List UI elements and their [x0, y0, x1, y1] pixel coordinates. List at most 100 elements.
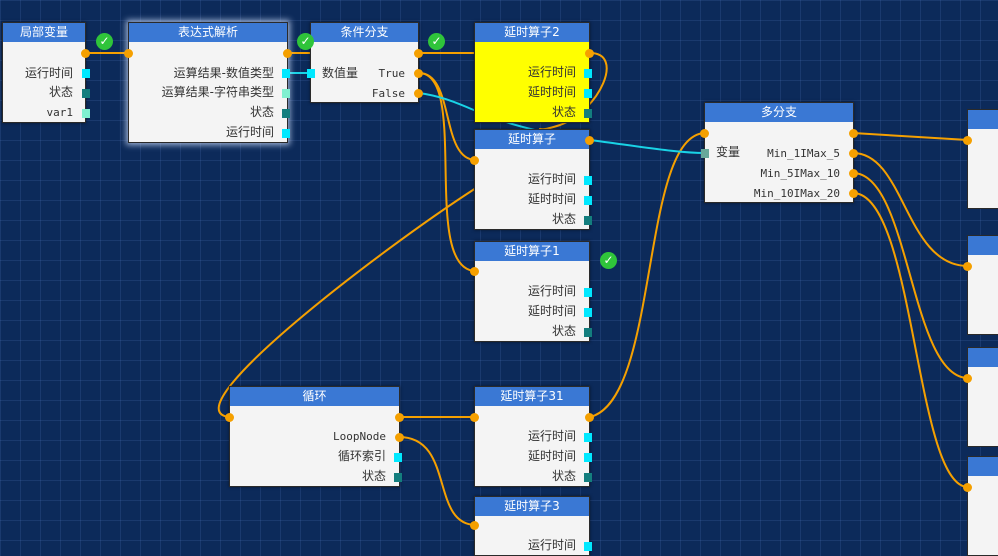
port-loopnode: LoopNode — [333, 430, 386, 443]
wire-multi-out1 — [852, 132, 969, 141]
port-false: False — [371, 87, 405, 100]
check-icon: ✓ — [96, 33, 113, 50]
loopnode-dot[interactable] — [395, 433, 404, 442]
input-flow-port[interactable] — [963, 136, 972, 145]
input-flow-port[interactable] — [225, 413, 234, 422]
node-delay-operator-1[interactable]: 延时算子1 运行时间 延时时间 状态 — [474, 241, 592, 342]
port-delay-time-connector[interactable] — [584, 196, 592, 205]
output-flow-port[interactable] — [395, 413, 404, 422]
node-header — [968, 236, 998, 255]
node-offscreen-2[interactable] — [967, 235, 998, 335]
wire-true-to-delay — [418, 72, 477, 161]
node-delay-operator-31[interactable]: 延时算子31 运行时间 延时时间 状态 — [474, 386, 592, 487]
node-title: 延时算子3 — [475, 497, 589, 516]
node-header — [968, 348, 998, 367]
port-delay-time-connector[interactable] — [584, 308, 592, 317]
port-delay-time: 延时时间 — [527, 304, 576, 318]
port-variable-input-connector[interactable] — [701, 149, 709, 158]
port-runtime-connector[interactable] — [584, 288, 592, 297]
node-multi-branch[interactable]: 多分支 变量 Min_1IMax_5 Min_5IMax_10 Min_10IM… — [701, 102, 854, 203]
node-title: 延时算子31 — [475, 387, 589, 406]
node-delay-operator[interactable]: 延时算子 运行时间 延时时间 状态 — [474, 129, 592, 230]
port-status-connector[interactable] — [584, 473, 592, 482]
port-value-input-connector[interactable] — [307, 69, 315, 78]
output-flow-port[interactable] — [283, 49, 292, 58]
node-offscreen-1[interactable] — [967, 109, 998, 209]
input-flow-port[interactable] — [470, 413, 479, 422]
input-flow-port[interactable] — [963, 483, 972, 492]
port-loop-index: 循环索引 — [337, 449, 386, 463]
port-range-1-5: Min_1IMax_5 — [767, 147, 840, 160]
port-runtime: 运行时间 — [527, 284, 576, 298]
wire-multi-out3 — [852, 172, 969, 379]
port-runtime: 运行时间 — [527, 65, 576, 79]
input-flow-port[interactable] — [470, 156, 479, 165]
check-icon: ✓ — [600, 252, 617, 269]
node-title: 条件分支 — [311, 23, 418, 42]
port-true: True — [378, 67, 406, 80]
port-status: 状态 — [551, 469, 576, 483]
wire-loopnode-to-delay3 — [398, 436, 477, 526]
port-result-string-connector[interactable] — [282, 89, 290, 98]
port-runtime: 运行时间 — [527, 538, 576, 552]
port-delay-time-connector[interactable] — [584, 453, 592, 462]
port-status: 状态 — [551, 324, 576, 338]
output-flow-port[interactable] — [585, 49, 594, 58]
port-result-numeric-connector[interactable] — [282, 69, 290, 78]
output-flow-port[interactable] — [585, 136, 594, 145]
wire-delay31-to-multi — [589, 132, 706, 418]
port-runtime-connector[interactable] — [584, 176, 592, 185]
port-runtime-connector[interactable] — [282, 129, 290, 138]
output-flow-port[interactable] — [81, 49, 90, 58]
node-delay-operator-2[interactable]: 延时算子2 运行时间 延时时间 状态 — [474, 22, 592, 123]
output-flow-port[interactable] — [414, 49, 423, 58]
node-title: 多分支 — [705, 103, 853, 122]
output-flow-port[interactable] — [585, 413, 594, 422]
range-10-20-dot[interactable] — [849, 189, 858, 198]
wire-multi-out4 — [852, 192, 969, 488]
port-loop-index-connector[interactable] — [394, 453, 402, 462]
node-expression-parse[interactable]: 表达式解析 运算结果-数值类型 运算结果-字符串类型 状态 运行时间 — [128, 22, 290, 143]
port-runtime-connector[interactable] — [584, 69, 592, 78]
check-icon: ✓ — [428, 33, 445, 50]
port-status-connector[interactable] — [282, 109, 290, 118]
port-status-connector[interactable] — [584, 216, 592, 225]
port-status: 状态 — [48, 85, 73, 99]
port-result-string: 运算结果-字符串类型 — [161, 85, 274, 99]
true-port-dot[interactable] — [414, 69, 423, 78]
port-delay-time-connector[interactable] — [584, 89, 592, 98]
node-offscreen-4[interactable] — [967, 456, 998, 556]
input-flow-port[interactable] — [470, 521, 479, 530]
false-port-dot[interactable] — [414, 89, 423, 98]
input-flow-port[interactable] — [470, 267, 479, 276]
wire-true-to-delay1 — [418, 72, 477, 272]
node-title: 表达式解析 — [129, 23, 287, 42]
port-variable-input: 变量 — [716, 145, 741, 159]
node-loop[interactable]: 循环 LoopNode 循环索引 状态 — [229, 386, 402, 487]
port-delay-time: 延时时间 — [527, 192, 576, 206]
input-flow-port[interactable] — [963, 374, 972, 383]
node-title: 延时算子1 — [475, 242, 589, 261]
port-var1: var1 — [46, 106, 74, 119]
input-flow-port[interactable] — [700, 129, 709, 138]
check-icon: ✓ — [297, 33, 314, 50]
wire-multi-out2 — [852, 152, 969, 267]
port-var1-connector[interactable] — [82, 109, 90, 118]
port-status: 状态 — [361, 469, 386, 483]
range-1-5-dot[interactable] — [849, 149, 858, 158]
range-5-10-dot[interactable] — [849, 169, 858, 178]
node-offscreen-3[interactable] — [967, 347, 998, 447]
input-flow-port[interactable] — [124, 49, 133, 58]
node-condition-branch[interactable]: 条件分支 数值量 True False — [307, 22, 419, 103]
port-status-connector[interactable] — [584, 109, 592, 118]
node-delay-operator-3[interactable]: 延时算子3 运行时间 — [474, 496, 592, 556]
port-status-connector[interactable] — [394, 473, 402, 482]
input-flow-port[interactable] — [963, 262, 972, 271]
node-local-variable[interactable]: 局部变量 运行时间 状态 var1 — [2, 22, 90, 123]
output-flow-port[interactable] — [849, 129, 858, 138]
port-runtime-connector[interactable] — [584, 433, 592, 442]
port-status-connector[interactable] — [584, 328, 592, 337]
port-runtime-connector[interactable] — [82, 69, 90, 78]
port-runtime: 运行时间 — [24, 66, 73, 80]
port-status-connector[interactable] — [82, 89, 90, 98]
